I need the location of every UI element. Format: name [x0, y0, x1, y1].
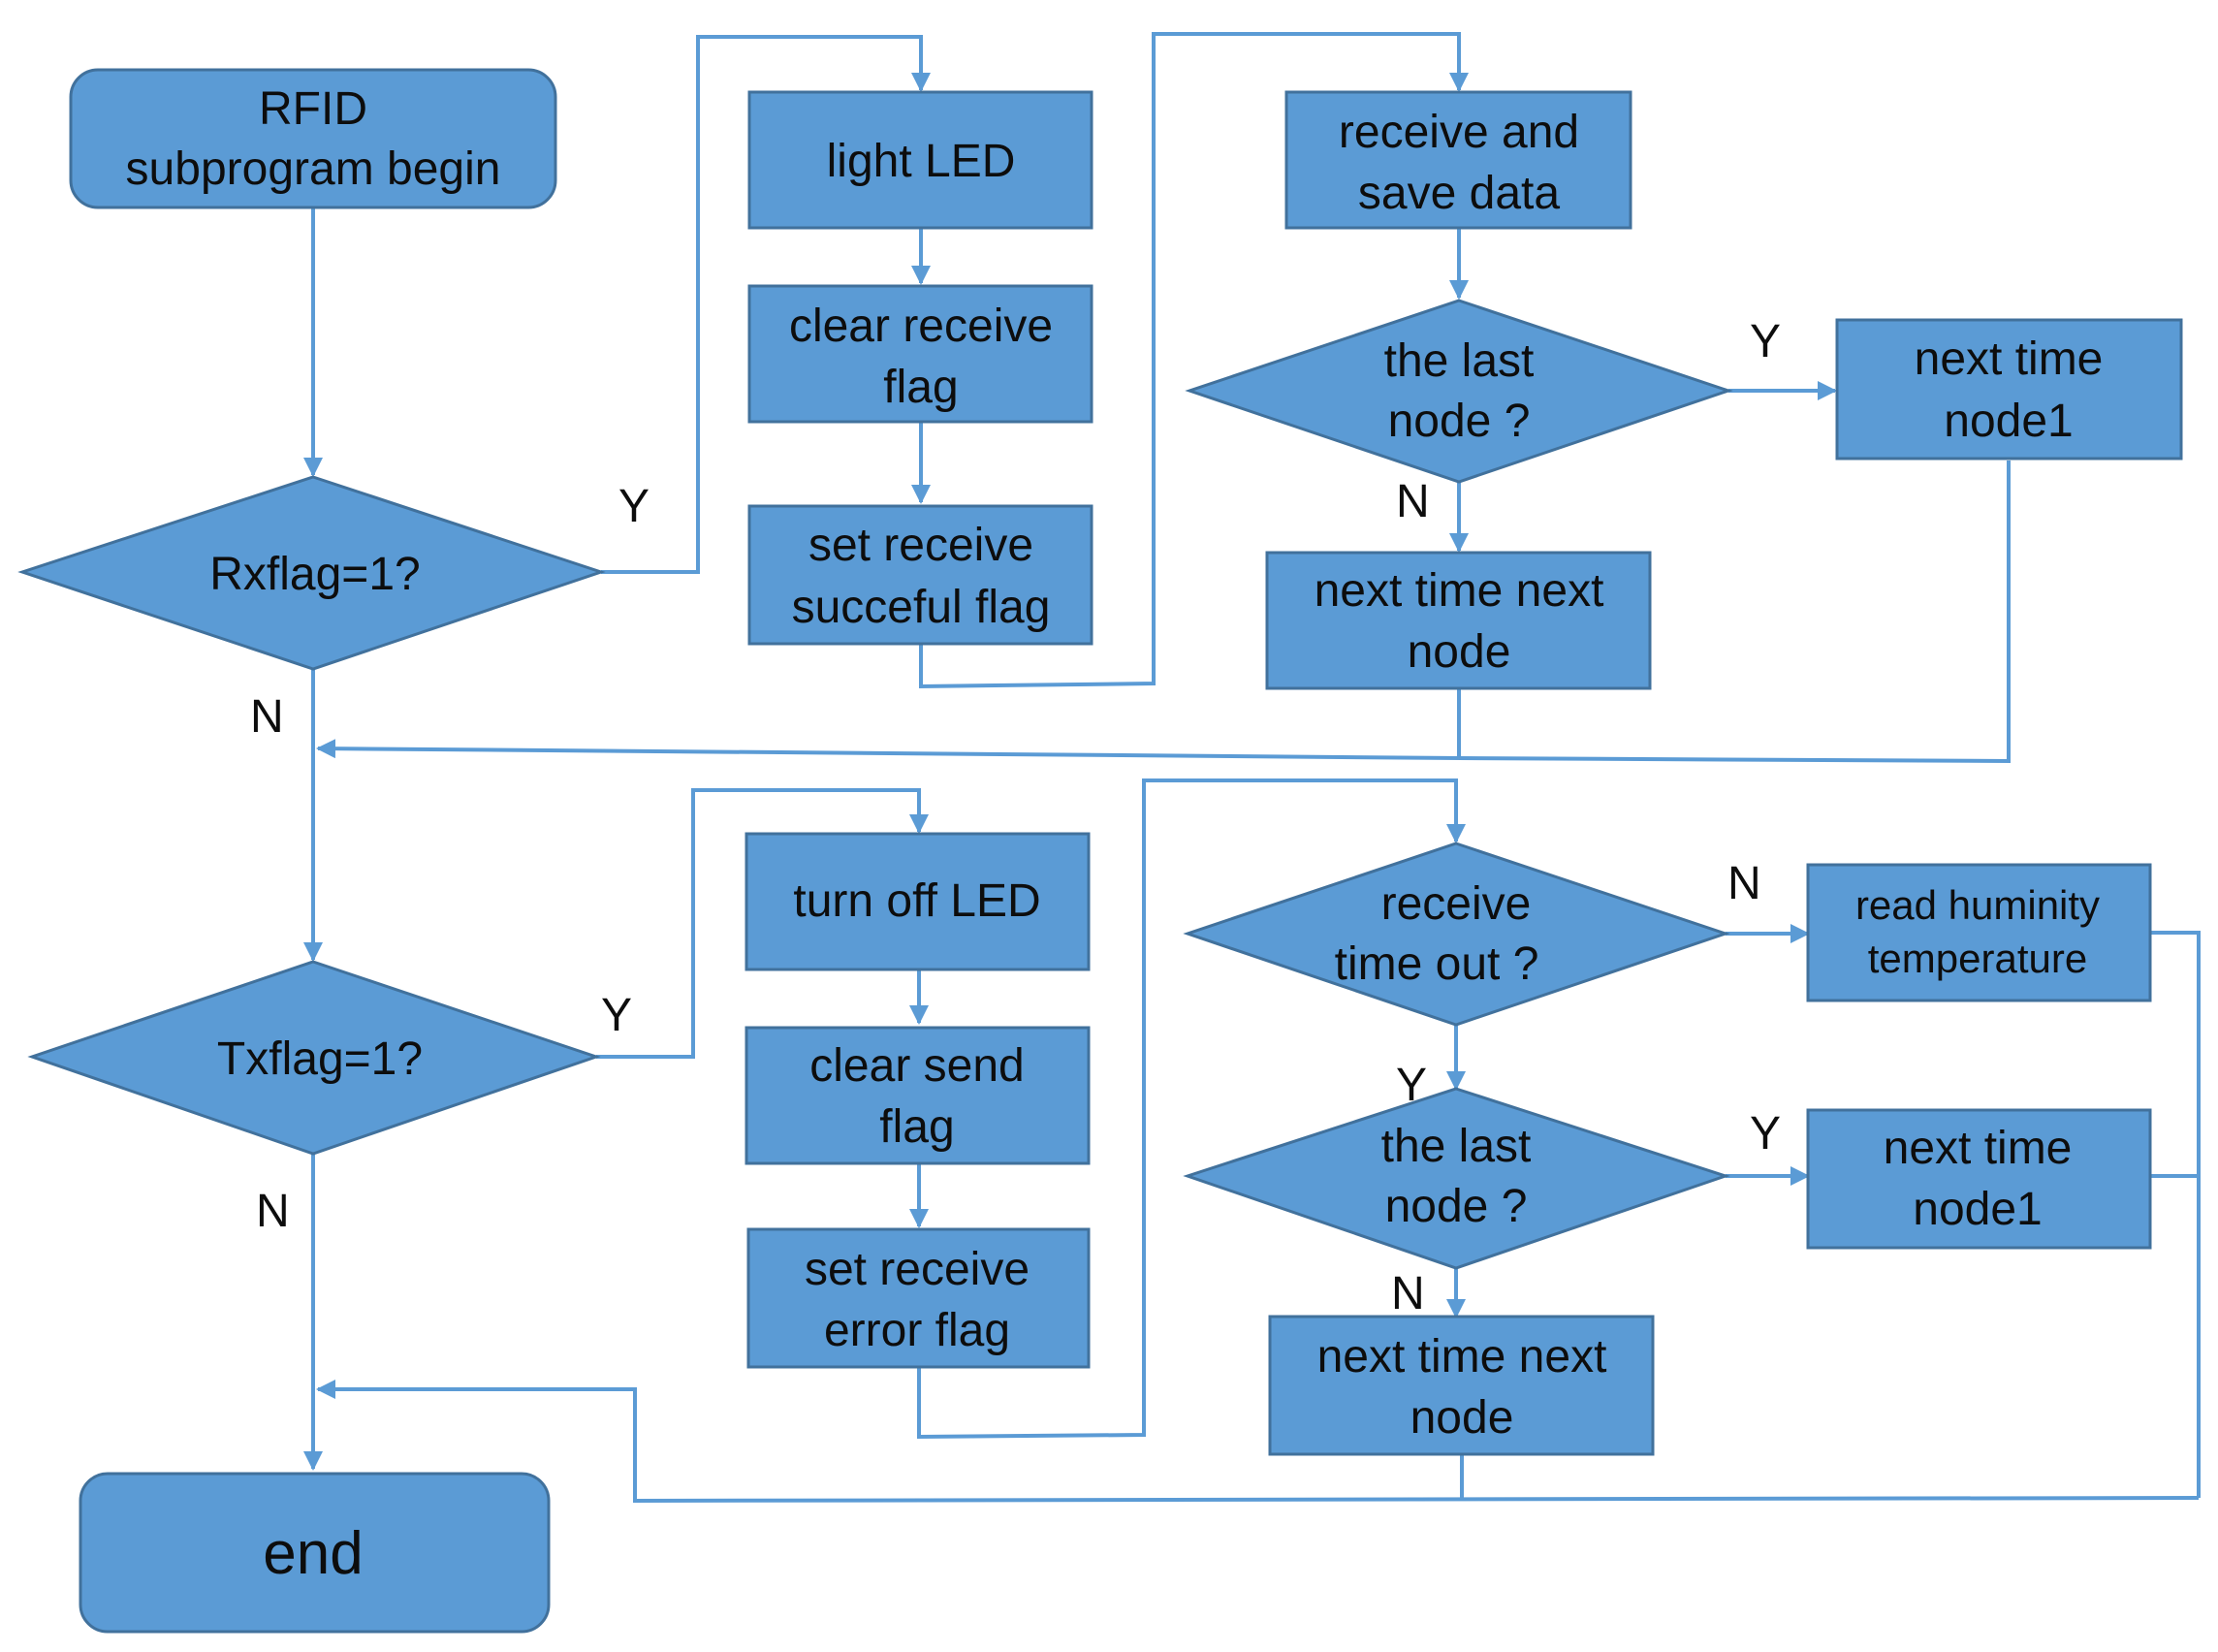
- next-next-node-2-line-1: next time next: [1317, 1331, 1607, 1382]
- set-receive-error-line-2: error flag: [824, 1305, 1010, 1356]
- receive-save-line-2: save data: [1358, 168, 1560, 219]
- label-tx-yes: Y: [601, 990, 632, 1041]
- set-receive-error-box: set receive error flag: [746, 1227, 1091, 1369]
- rx-check-text: Rxflag=1?: [209, 549, 420, 600]
- edge-read-humidity-return: [2150, 931, 2201, 1498]
- set-receive-success-box: set receive succeful flag: [747, 504, 1093, 646]
- turn-off-led-box: turn off LED: [745, 832, 1091, 971]
- last-node-2-decision: the last node ?: [1183, 1087, 1730, 1270]
- edge-next-node1-1-return: [1458, 461, 2011, 764]
- next-next-node-1-line-2: node: [1408, 626, 1511, 678]
- clear-send-flag-line-1: clear send: [809, 1040, 1024, 1092]
- clear-receive-flag-line-2: flag: [883, 362, 958, 413]
- end-text: end: [263, 1520, 363, 1587]
- next-node1-1-box: next time node1: [1835, 318, 2183, 461]
- receive-timeout-line-2: time out ?: [1335, 938, 1539, 990]
- next-node1-2-line-2: node1: [1913, 1184, 2042, 1235]
- read-humidity-line-1: read huminity: [1855, 882, 2100, 928]
- last-node-1-decision: the last node ?: [1185, 299, 1733, 484]
- connectors: [303, 32, 2201, 1504]
- edge-set-success-to-receive-save: [919, 32, 1469, 689]
- next-node1-1-line-2: node1: [1944, 396, 2073, 447]
- tx-check-decision: Txflag=1?: [27, 960, 601, 1156]
- edge-tx-yes-to-turn-off-led: [596, 788, 929, 1059]
- clear-receive-flag-line-1: clear receive: [789, 301, 1053, 352]
- end-node: end: [79, 1472, 551, 1634]
- last-node-1-line-2: node ?: [1388, 396, 1531, 447]
- receive-timeout-line-1: receive: [1381, 878, 1532, 930]
- edge-set-error-to-timeout: [917, 778, 1466, 1440]
- read-humidity-box: read huminity temperature: [1806, 863, 2152, 1002]
- nodes: RFID subprogram begin Rxflag=1? light LE…: [17, 68, 2183, 1634]
- next-node1-2-line-1: next time: [1884, 1123, 2073, 1174]
- start-line-2: subprogram begin: [126, 143, 501, 195]
- last-node-2-line-2: node ?: [1385, 1181, 1528, 1232]
- next-next-node-2-box: next time next node: [1268, 1315, 1655, 1456]
- receive-save-box: receive and save data: [1284, 90, 1632, 230]
- last-node-1-line-1: the last: [1384, 335, 1535, 387]
- label-last1-no: N: [1396, 476, 1430, 527]
- receive-save-line-1: receive and: [1339, 107, 1579, 158]
- label-timeout-no: N: [1727, 858, 1761, 909]
- label-last2-yes: Y: [1750, 1108, 1781, 1160]
- clear-send-flag-box: clear send flag: [745, 1026, 1091, 1165]
- next-node1-2-box: next time node1: [1806, 1108, 2152, 1250]
- tx-check-text: Txflag=1?: [217, 1033, 423, 1085]
- edge-bottom-return: [316, 1380, 2200, 1504]
- start-node: RFID subprogram begin: [69, 68, 557, 209]
- label-rx-yes: Y: [618, 481, 650, 532]
- label-rx-no: N: [250, 691, 284, 743]
- read-humidity-line-2: temperature: [1868, 936, 2087, 981]
- light-led-box: light LED: [747, 90, 1093, 230]
- set-receive-success-line-1: set receive: [808, 520, 1033, 571]
- next-next-node-1-box: next time next node: [1265, 551, 1652, 690]
- clear-send-flag-line-2: flag: [879, 1101, 954, 1153]
- label-tx-no: N: [256, 1186, 290, 1237]
- light-led-text: light LED: [827, 136, 1016, 187]
- rx-check-decision: Rxflag=1?: [17, 475, 606, 671]
- set-receive-error-line-1: set receive: [805, 1244, 1030, 1295]
- receive-timeout-decision: receive time out ?: [1183, 842, 1730, 1027]
- clear-receive-flag-box: clear receive flag: [747, 284, 1093, 424]
- edge-next-next-node-1-return: [316, 688, 1461, 761]
- next-next-node-1-line-1: next time next: [1315, 565, 1604, 617]
- turn-off-led-text: turn off LED: [793, 875, 1040, 927]
- start-line-1: RFID: [259, 83, 367, 135]
- last-node-2-line-1: the last: [1381, 1121, 1532, 1172]
- label-last1-yes: Y: [1750, 316, 1781, 367]
- set-receive-success-line-2: succeful flag: [792, 582, 1051, 633]
- edge-rx-yes-to-light-led: [601, 35, 931, 574]
- next-next-node-2-line-2: node: [1410, 1392, 1514, 1444]
- label-last2-no: N: [1391, 1268, 1425, 1319]
- next-node1-1-line-1: next time: [1915, 334, 2104, 385]
